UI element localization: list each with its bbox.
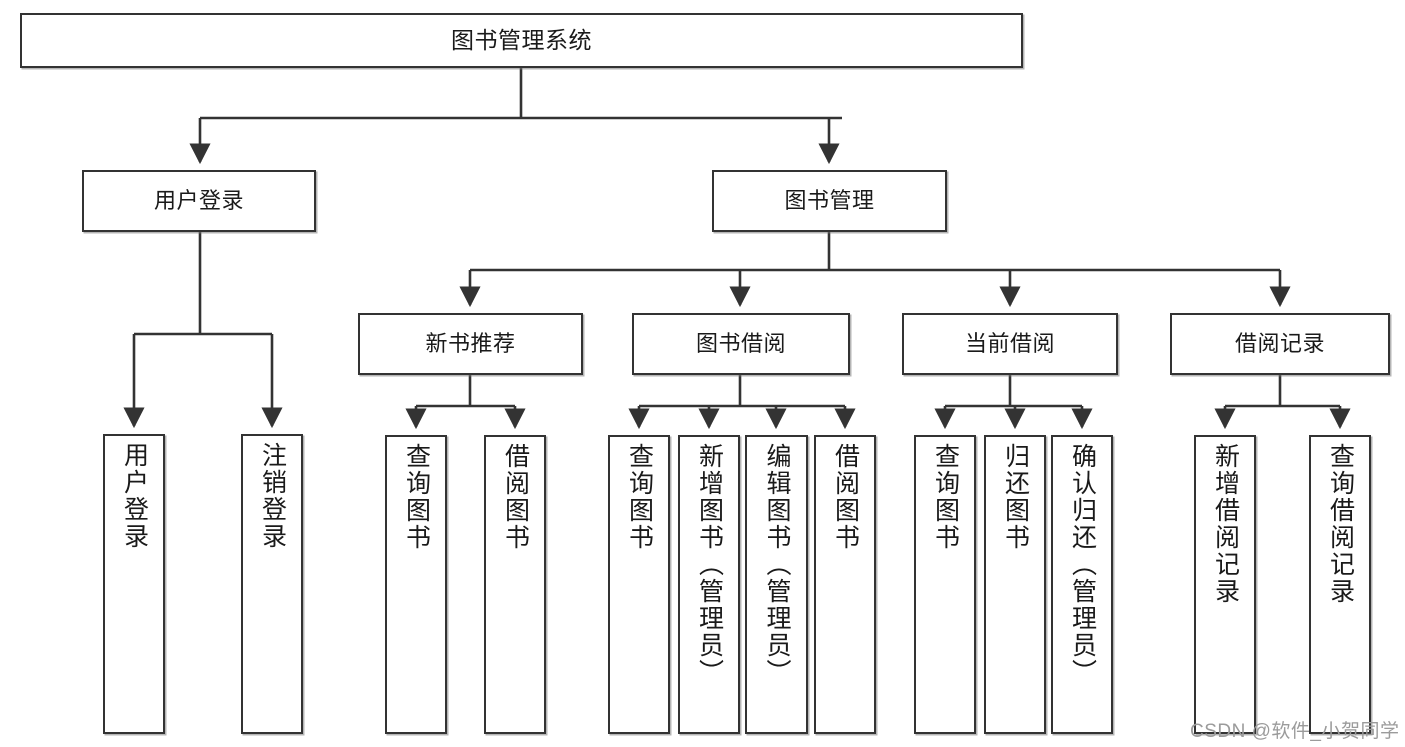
node-borrow-record[interactable]: 借阅记录 xyxy=(1170,313,1390,375)
node-leaf-confirm-return[interactable]: 确认归还（管理员） xyxy=(1051,435,1113,734)
node-label: 借阅记录 xyxy=(1234,331,1325,357)
node-leaf-logout[interactable]: 注销登录 xyxy=(241,434,303,734)
node-label: 借阅图书 xyxy=(831,443,860,551)
node-label: 新增借阅记录 xyxy=(1211,443,1240,605)
node-label: 图书管理系统 xyxy=(451,27,592,54)
node-label: 查询借阅记录 xyxy=(1326,443,1355,605)
node-book-management-system[interactable]: 图书管理系统 xyxy=(20,13,1023,68)
node-book-borrow[interactable]: 图书借阅 xyxy=(632,313,850,375)
node-leaf-add-record[interactable]: 新增借阅记录 xyxy=(1194,435,1256,734)
node-label: 当前借阅 xyxy=(964,331,1055,357)
node-label: 归还图书 xyxy=(1001,443,1030,551)
node-label: 图书管理 xyxy=(784,188,875,214)
csdn-watermark: CSDN @软件_小贺同学 xyxy=(1190,721,1400,742)
node-label: 用户登录 xyxy=(153,188,244,214)
node-leaf-user-login[interactable]: 用户登录 xyxy=(103,434,165,734)
node-label: 查询图书 xyxy=(625,443,654,551)
node-label: 查询图书 xyxy=(402,443,431,551)
node-label: 图书借阅 xyxy=(695,331,786,357)
node-label: 借阅图书 xyxy=(501,443,530,551)
node-label: 新书推荐 xyxy=(425,331,516,357)
node-leaf-borrow-book-1[interactable]: 借阅图书 xyxy=(484,435,546,734)
node-label: 编辑图书（管理员） xyxy=(763,443,791,686)
node-leaf-return-book[interactable]: 归还图书 xyxy=(984,435,1046,734)
node-leaf-query-book-3[interactable]: 查询图书 xyxy=(914,435,976,734)
node-leaf-edit-book[interactable]: 编辑图书（管理员） xyxy=(745,435,808,734)
node-label: 查询图书 xyxy=(931,443,960,551)
node-label: 用户登录 xyxy=(120,442,149,550)
node-book-manage[interactable]: 图书管理 xyxy=(712,170,947,232)
node-label: 注销登录 xyxy=(258,442,287,550)
node-leaf-query-record[interactable]: 查询借阅记录 xyxy=(1309,435,1371,734)
node-leaf-add-book[interactable]: 新增图书（管理员） xyxy=(678,435,740,734)
node-leaf-borrow-book-2[interactable]: 借阅图书 xyxy=(814,435,876,734)
node-current-borrow[interactable]: 当前借阅 xyxy=(902,313,1118,375)
node-label: 确认归还（管理员） xyxy=(1068,443,1097,686)
node-new-book-recommend[interactable]: 新书推荐 xyxy=(358,313,583,375)
node-leaf-query-book-1[interactable]: 查询图书 xyxy=(385,435,447,734)
node-label: 新增图书（管理员） xyxy=(695,443,724,686)
node-user-login[interactable]: 用户登录 xyxy=(82,170,316,232)
node-leaf-query-book-2[interactable]: 查询图书 xyxy=(608,435,670,734)
